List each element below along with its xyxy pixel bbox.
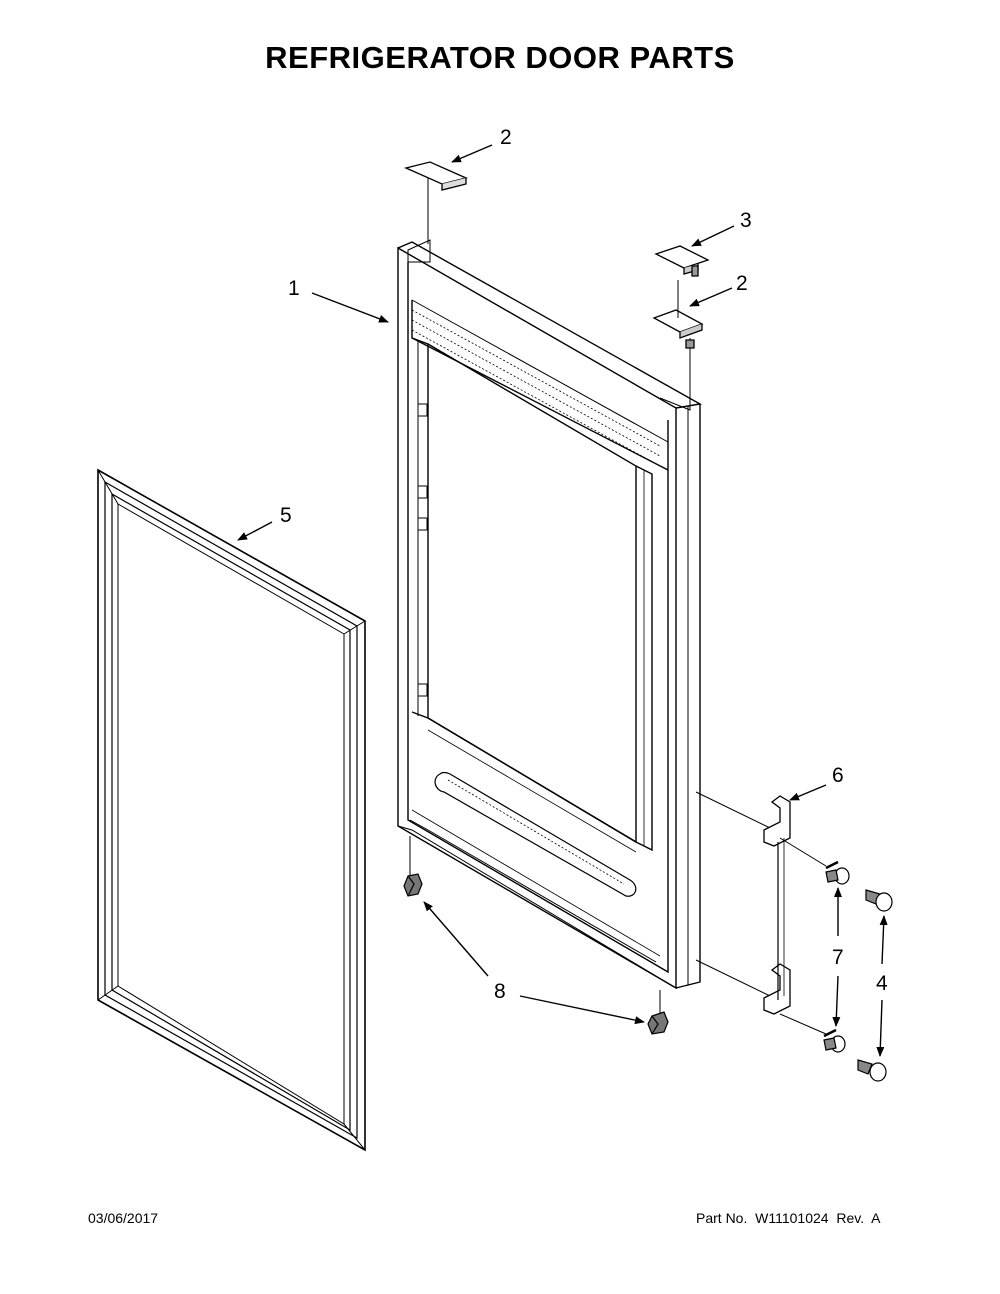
hinge-cap-cover	[654, 245, 710, 277]
page-title: REFRIGERATOR DOOR PARTS	[265, 40, 735, 75]
footer-part-number: Part No. W11101024 Rev. A	[696, 1210, 880, 1226]
door-assembly	[397, 239, 703, 990]
screw-7-upper	[779, 837, 850, 885]
door-gasket	[97, 468, 366, 1152]
rev-label: Rev.	[836, 1210, 865, 1226]
part-number: W11101024	[755, 1210, 829, 1226]
screw-4-upper	[865, 889, 893, 912]
callout-8: 8	[494, 980, 506, 1003]
hinge-cap-top-right	[652, 280, 704, 398]
handle-bracket	[695, 791, 791, 1015]
callout-6: 6	[832, 764, 844, 787]
footer-date: 03/06/2017	[88, 1210, 159, 1226]
callout-4: 4	[876, 972, 888, 995]
part-label: Part No.	[696, 1210, 748, 1226]
callout-2-top-left: 2	[500, 126, 512, 149]
callout-3: 3	[740, 209, 752, 232]
hinge-cap-top-left	[404, 161, 468, 244]
callout-1: 1	[288, 277, 300, 300]
callout-7: 7	[832, 946, 844, 969]
callout-2-right: 2	[736, 272, 748, 295]
leader-lines	[237, 144, 888, 1057]
door-stop-right	[647, 990, 669, 1035]
door-stop-left	[403, 836, 423, 897]
screw-7-lower	[779, 1013, 846, 1053]
screw-4-lower	[857, 1059, 887, 1082]
rev-value: A	[871, 1210, 881, 1226]
callout-5: 5	[280, 504, 292, 527]
